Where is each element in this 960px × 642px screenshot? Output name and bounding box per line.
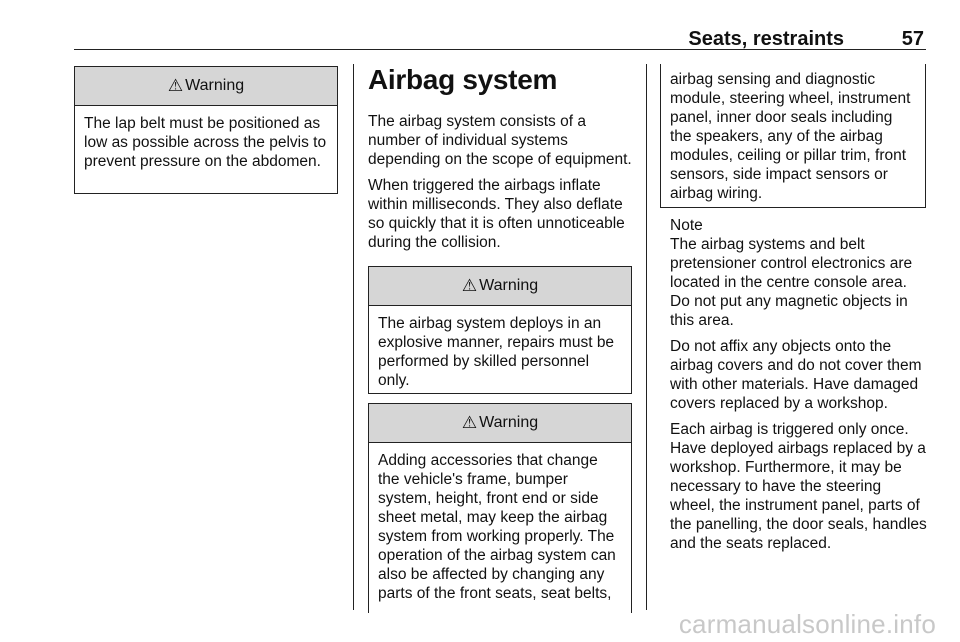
warning-label: Warning	[479, 414, 539, 431]
warning-triangle-icon: ⚠	[461, 413, 478, 432]
warning-box-lap-belt: ⚠ Warning The lap belt must be positione…	[74, 66, 338, 194]
warning-triangle-icon: ⚠	[461, 276, 478, 295]
warning-text: Adding accessories that change the vehic…	[378, 452, 616, 602]
warning-text: The lap belt must be positioned as low a…	[84, 115, 327, 170]
paragraph: When triggered the airbags inflate withi…	[368, 177, 625, 251]
warning-header: ⚠ Warning	[369, 267, 631, 306]
section-title: Airbag system	[368, 64, 558, 95]
warning-header: ⚠ Warning	[369, 404, 631, 443]
page-number: 57	[901, 28, 924, 50]
paragraph: Each airbag is triggered only once. Have…	[670, 421, 927, 552]
column-divider-right	[646, 64, 647, 610]
note-text: The airbag systems and belt pretensioner…	[670, 236, 913, 329]
warning-box-accessories-continued: airbag sensing and diagnostic module, st…	[660, 64, 926, 208]
warning-triangle-icon: ⚠	[167, 76, 184, 95]
warning-text: The airbag system deploys in an explosiv…	[378, 315, 615, 389]
note-label: Note	[670, 217, 703, 234]
airbag-intro-text: The airbag system consists of a number o…	[368, 112, 632, 259]
paragraph: Do not affix any objects onto the airbag…	[670, 338, 922, 412]
paragraph: The airbag system consists of a number o…	[368, 113, 632, 168]
column-divider-left	[353, 64, 354, 610]
warning-label: Warning	[479, 277, 539, 294]
warning-header: ⚠ Warning	[75, 67, 337, 106]
note-section: Note The airbag systems and belt pretens…	[670, 216, 928, 560]
header-title: Seats, restraints	[688, 28, 844, 50]
page-header: Seats, restraints 57	[74, 0, 926, 50]
warning-text: airbag sensing and diagnostic module, st…	[670, 71, 911, 202]
warning-box-airbag-deploy: ⚠ Warning The airbag system deploys in a…	[368, 266, 632, 394]
warning-box-accessories: ⚠ Warning Adding accessories that change…	[368, 403, 632, 613]
watermark: carmanualsonline.info	[678, 609, 936, 639]
warning-label: Warning	[185, 77, 245, 94]
